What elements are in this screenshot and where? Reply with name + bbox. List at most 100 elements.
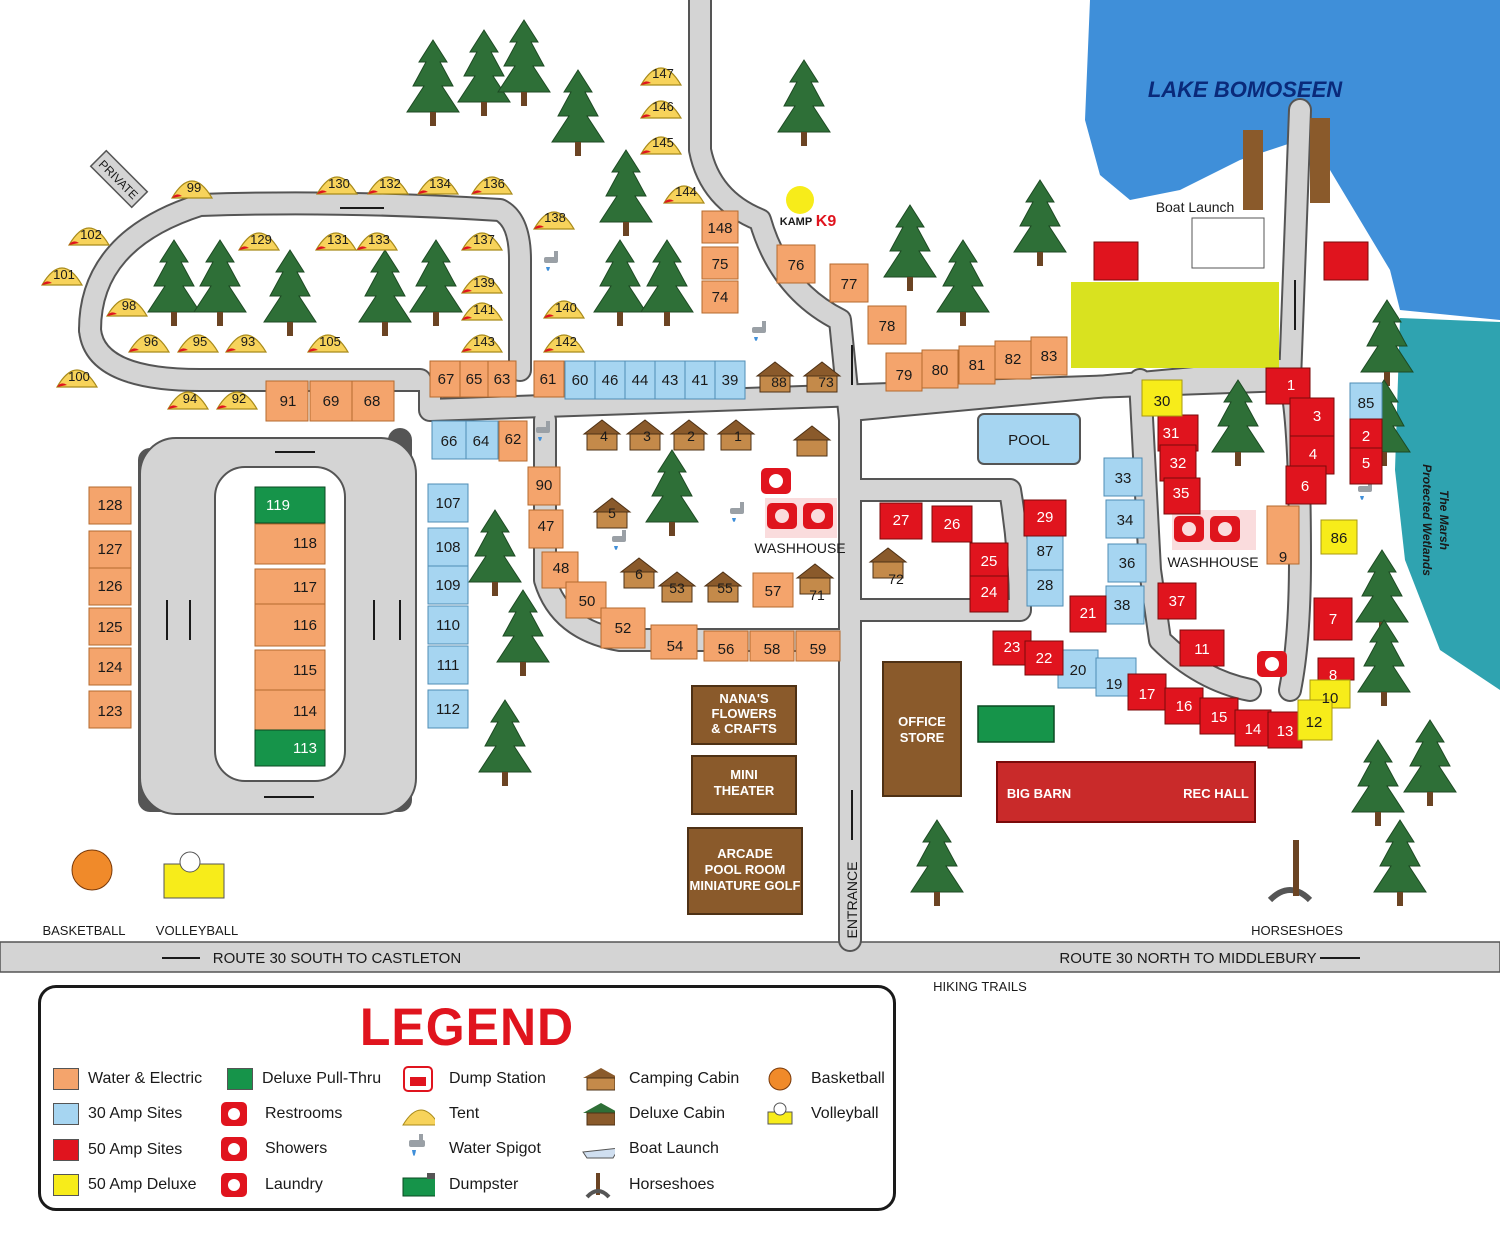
svg-text:79: 79 bbox=[896, 367, 913, 384]
svg-text:142: 142 bbox=[555, 334, 577, 349]
route-30 bbox=[0, 941, 1500, 973]
marsh-label-2: Protected Wetlands bbox=[1420, 464, 1434, 576]
svg-text:26: 26 bbox=[944, 516, 961, 533]
svg-text:133: 133 bbox=[368, 232, 390, 247]
svg-text:83: 83 bbox=[1041, 348, 1058, 365]
legend-item-deluxe-pull-thru: Deluxe Pull-Thru bbox=[227, 1068, 381, 1090]
svg-text:112: 112 bbox=[436, 701, 460, 718]
svg-text:64: 64 bbox=[473, 433, 490, 450]
svg-text:61: 61 bbox=[540, 371, 557, 388]
svg-text:BIG BARN: BIG BARN bbox=[1007, 786, 1071, 801]
svg-text:10: 10 bbox=[1322, 690, 1339, 707]
svg-text:88: 88 bbox=[771, 374, 787, 390]
svg-text:68: 68 bbox=[364, 393, 381, 410]
svg-text:41: 41 bbox=[692, 372, 709, 389]
legend-item-50amp: 50 Amp Sites bbox=[53, 1139, 182, 1161]
svg-text:8: 8 bbox=[1329, 667, 1337, 684]
legend-item-tent: Tent bbox=[401, 1100, 479, 1128]
marsh-label-1: The Marsh bbox=[1437, 490, 1451, 550]
svg-text:140: 140 bbox=[555, 300, 577, 315]
horseshoe-peg bbox=[1293, 840, 1299, 896]
svg-text:22: 22 bbox=[1036, 650, 1053, 667]
svg-text:3: 3 bbox=[643, 428, 651, 444]
svg-text:7: 7 bbox=[1329, 611, 1337, 628]
dock-left bbox=[1243, 130, 1263, 210]
svg-text:91: 91 bbox=[280, 393, 297, 410]
svg-text:111: 111 bbox=[437, 657, 460, 674]
svg-text:118: 118 bbox=[293, 535, 317, 552]
swatch-50amp-deluxe bbox=[53, 1174, 79, 1196]
arcade bbox=[687, 827, 803, 915]
svg-text:23: 23 bbox=[1004, 639, 1021, 656]
svg-text:129: 129 bbox=[250, 232, 272, 247]
svg-text:THEATER: THEATER bbox=[714, 783, 775, 798]
svg-text:113: 113 bbox=[293, 740, 317, 757]
svg-text:FLOWERS: FLOWERS bbox=[712, 706, 777, 721]
legend-item-camping-cabin: Camping Cabin bbox=[581, 1065, 739, 1093]
svg-text:2: 2 bbox=[687, 428, 695, 444]
legend-item-deluxe-cabin: Deluxe Cabin bbox=[581, 1100, 725, 1128]
pool bbox=[977, 413, 1081, 465]
washhouse-label-1: WASHHOUSE bbox=[754, 540, 845, 556]
restrooms-icon bbox=[217, 1100, 251, 1128]
svg-text:76: 76 bbox=[788, 257, 805, 274]
svg-text:80: 80 bbox=[932, 362, 949, 379]
svg-text:99: 99 bbox=[187, 180, 201, 195]
svg-text:109: 109 bbox=[435, 577, 460, 594]
svg-text:137: 137 bbox=[473, 232, 495, 247]
svg-text:3: 3 bbox=[1313, 408, 1321, 425]
svg-text:5: 5 bbox=[1362, 455, 1370, 472]
svg-text:130: 130 bbox=[328, 176, 350, 191]
svg-text:73: 73 bbox=[818, 374, 834, 390]
svg-text:1: 1 bbox=[1287, 377, 1295, 394]
svg-text:63: 63 bbox=[494, 371, 511, 388]
sites-50amp bbox=[879, 367, 1383, 749]
building-red-left bbox=[1093, 241, 1139, 281]
camping-cabin-icon bbox=[581, 1065, 615, 1093]
dock-right bbox=[1310, 118, 1330, 203]
swatch-50amp bbox=[53, 1139, 79, 1161]
svg-text:28: 28 bbox=[1037, 577, 1054, 594]
svg-text:1: 1 bbox=[734, 428, 742, 444]
svg-text:143: 143 bbox=[473, 334, 495, 349]
dumpster-icon bbox=[401, 1171, 435, 1199]
svg-text:4: 4 bbox=[600, 428, 608, 444]
svg-text:34: 34 bbox=[1117, 512, 1134, 529]
direction-arrows bbox=[162, 207, 1360, 959]
svg-text:132: 132 bbox=[379, 176, 401, 191]
svg-text:71: 71 bbox=[809, 587, 825, 603]
svg-text:86: 86 bbox=[1331, 530, 1348, 547]
legend-item-basketball: Basketball bbox=[763, 1065, 885, 1093]
svg-text:5: 5 bbox=[608, 505, 616, 521]
svg-text:105: 105 bbox=[319, 334, 341, 349]
legend-item-water-spigot: Water Spigot bbox=[401, 1134, 541, 1163]
svg-text:24: 24 bbox=[981, 584, 998, 601]
svg-text:69: 69 bbox=[323, 393, 340, 410]
svg-text:27: 27 bbox=[893, 512, 910, 529]
horseshoes-label: HORSESHOES bbox=[1251, 923, 1343, 938]
tent-icon bbox=[401, 1100, 435, 1128]
svg-text:145: 145 bbox=[652, 135, 674, 150]
svg-text:134: 134 bbox=[429, 176, 451, 191]
svg-text:98: 98 bbox=[122, 298, 136, 313]
svg-text:35: 35 bbox=[1173, 485, 1190, 502]
svg-text:38: 38 bbox=[1114, 597, 1131, 614]
site-labels-pull-thru: 119 118 117 116 115 114 113 bbox=[266, 497, 317, 757]
svg-text:11: 11 bbox=[1194, 641, 1210, 658]
swatch-deluxe-pull-thru bbox=[227, 1068, 253, 1090]
svg-text:72: 72 bbox=[888, 571, 904, 587]
svg-text:60: 60 bbox=[572, 372, 589, 389]
svg-text:STORE: STORE bbox=[900, 730, 945, 745]
svg-text:54: 54 bbox=[667, 638, 684, 655]
boat-launch-icon bbox=[581, 1135, 615, 1163]
svg-text:NANA'S: NANA'S bbox=[719, 691, 769, 706]
svg-text:87: 87 bbox=[1037, 543, 1054, 560]
svg-text:102: 102 bbox=[80, 227, 102, 242]
svg-text:136: 136 bbox=[483, 176, 505, 191]
